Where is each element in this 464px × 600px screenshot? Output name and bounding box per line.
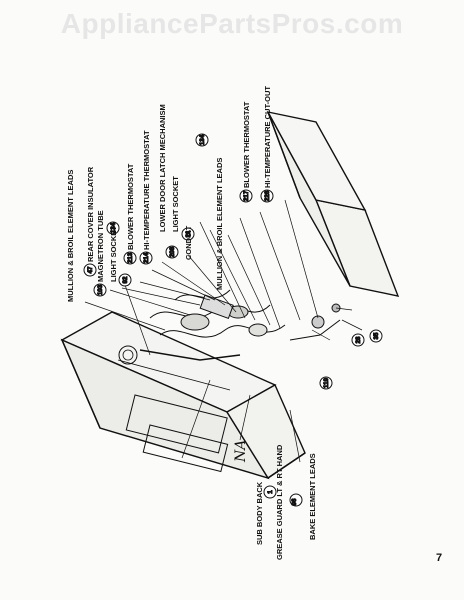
callout-circles: 47 103 134 92 213 214 208 21 134 217 226… xyxy=(83,133,383,507)
callout-light-socket-2: 134 xyxy=(195,133,209,147)
callout-conduit: 21 xyxy=(181,227,195,241)
svg-text:134: 134 xyxy=(110,222,117,233)
callout-light-socket-1: 134 xyxy=(106,221,120,235)
internal-components xyxy=(139,289,341,361)
label-blower-thermostat-1: BLOWER THERMOSTAT xyxy=(126,163,135,250)
watermark: AppliancePartsPros.com xyxy=(60,8,404,39)
callout-blower-thermostat-2: 217 xyxy=(239,189,253,203)
callout-sub-body-back: 1 xyxy=(263,485,277,499)
label-magnetron: MAGNETRON TUBE xyxy=(96,210,105,282)
callout-right-a: 119 xyxy=(319,376,333,390)
svg-text:213: 213 xyxy=(127,252,134,263)
svg-text:226: 226 xyxy=(264,190,271,201)
svg-text:217: 217 xyxy=(243,190,250,201)
callout-left-a: 92 xyxy=(118,273,132,287)
label-grease-guard: GREASE GUARD LT & RT HAND xyxy=(275,444,284,560)
callout-right-b: 28 xyxy=(351,333,365,347)
svg-text:21: 21 xyxy=(185,230,192,237)
label-mullion-broil-2: MULLION & BROIL ELEMENT LEADS xyxy=(215,158,224,290)
label-lower-door-latch: LOWER DOOR LATCH MECHANISM xyxy=(158,104,167,232)
part-labels: MULLION & BROIL ELEMENT LEADS REAR COVER… xyxy=(66,86,317,560)
svg-text:134: 134 xyxy=(199,134,206,145)
label-rear-cover: REAR COVER INSULATOR xyxy=(86,166,95,262)
svg-text:208: 208 xyxy=(169,246,176,257)
label-light-socket-1: LIGHT SOCKET xyxy=(109,226,118,282)
callout-magnetron: 103 xyxy=(93,283,107,297)
label-bake-element: BAKE ELEMENT LEADS xyxy=(308,453,317,540)
label-sub-body-back: SUB BODY BACK xyxy=(255,481,264,545)
svg-text:47: 47 xyxy=(87,266,94,273)
svg-text:214: 214 xyxy=(143,252,150,263)
callout-rear-cover: 47 xyxy=(83,263,97,277)
callout-hi-temp-cutout: 226 xyxy=(260,189,274,203)
label-hi-temp-thermostat: HI-TEMPERATURE THERMOSTAT xyxy=(142,130,151,250)
svg-text:96: 96 xyxy=(291,498,298,505)
callout-right-c: 35 xyxy=(369,329,383,343)
page-number: 7 xyxy=(436,552,443,564)
label-conduit: CONDUIT xyxy=(184,225,193,260)
oven-cabinet xyxy=(60,311,306,480)
label-mullion-broil: MULLION & BROIL ELEMENT LEADS xyxy=(66,170,75,302)
callout-left-b: 208 xyxy=(165,245,179,259)
label-light-socket-2: LIGHT SOCKET xyxy=(171,176,180,232)
label-blower-thermostat-2: BLOWER THERMOSTAT xyxy=(242,101,251,188)
label-hi-temp-cutout: HI-TEMPERATURE CUT-OUT xyxy=(263,86,272,188)
svg-text:35: 35 xyxy=(373,332,380,339)
callout-hi-temp-thermostat: 214 xyxy=(139,251,153,265)
callout-blower-thermostat-1: 213 xyxy=(123,251,137,265)
svg-text:103: 103 xyxy=(97,284,104,295)
svg-text:28: 28 xyxy=(355,336,362,343)
leader-lines xyxy=(84,199,363,463)
label-handwritten-na: NA xyxy=(233,440,249,463)
svg-text:1: 1 xyxy=(267,490,274,494)
svg-text:119: 119 xyxy=(323,377,330,388)
svg-text:92: 92 xyxy=(122,276,129,283)
callout-grease-guard: 96 xyxy=(289,493,303,507)
oven-door-panel xyxy=(266,111,400,297)
